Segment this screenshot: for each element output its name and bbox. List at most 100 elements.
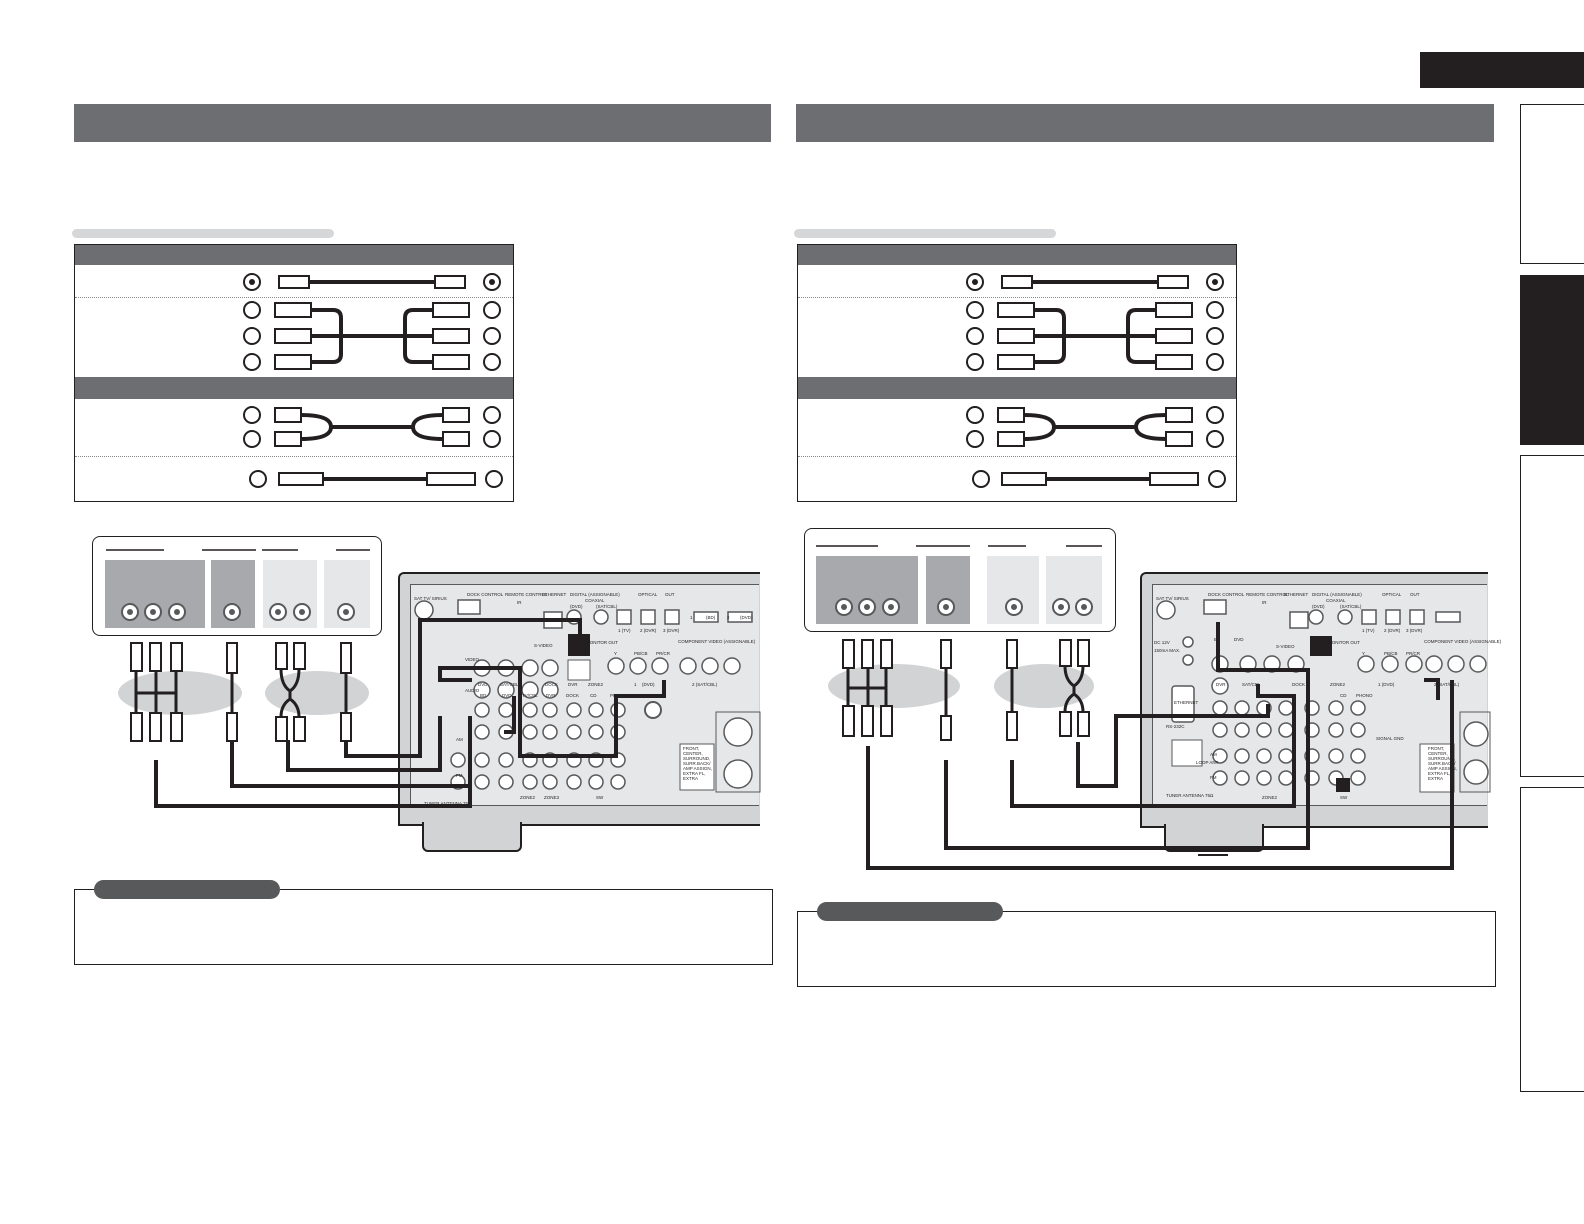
right-rx-label: FM — [1210, 775, 1217, 780]
right-rx-label: DOCK — [1292, 682, 1306, 687]
audio-cable-illustration — [243, 406, 501, 448]
right-rx-label: PB/CB — [1384, 651, 1398, 656]
left-rx-label: AM — [456, 737, 463, 742]
left-rx-label: DOCK — [566, 693, 580, 698]
coaxial-cable-illustration — [972, 470, 1226, 488]
right-cable-table — [797, 244, 1237, 502]
right-cable-subheading-bar — [794, 229, 1056, 238]
left-rx-label: DVR — [546, 693, 556, 698]
left-rx-label: REMOTE CONTROL — [505, 592, 548, 597]
right-rx-label: 3 (DVR) — [1406, 628, 1423, 633]
side-index-tab-4[interactable] — [1520, 787, 1584, 1092]
right-note-box — [797, 911, 1496, 987]
left-rx-label: DVR — [568, 682, 578, 687]
left-rx-label: DOCK CONTROL — [467, 592, 504, 597]
left-cable-illustrations — [243, 273, 503, 488]
right-rx-label: S-VIDEO — [1276, 644, 1295, 649]
right-rx-label: (DVD) — [1312, 604, 1325, 609]
video-cable-illustration — [966, 273, 1224, 291]
left-rx-label: FM — [456, 773, 463, 778]
right-rx-label: DIGITAL (ASSIGNABLE) — [1312, 592, 1362, 597]
left-rx-label: ETHERNET — [542, 592, 567, 597]
component-cable-illustration — [243, 301, 501, 371]
left-rx-label: TV/CBL — [522, 693, 538, 698]
left-rx-label: (BD) — [706, 615, 716, 620]
left-rx-label: ZONE2 — [588, 682, 604, 687]
left-rx-label: (SAT/CBL) — [596, 604, 618, 609]
left-note-pill — [94, 880, 280, 899]
right-rx-label: AM — [1210, 752, 1217, 757]
right-rx-label: PR/CR — [1406, 651, 1421, 656]
left-rx-label: COAXIAL — [585, 598, 605, 603]
left-rx-label: PB/CB — [634, 651, 648, 656]
left-rx-label: MONITOR OUT — [586, 640, 618, 645]
left-note-box — [74, 889, 773, 965]
left-rx-label: 1 — [634, 682, 637, 687]
side-index-tab-3[interactable] — [1520, 455, 1584, 777]
right-rx-label: CD — [1340, 693, 1347, 698]
right-rx-label: 1 (DVD) — [1378, 682, 1395, 687]
left-rx-label: BD — [480, 693, 487, 698]
right-connection-cables — [866, 622, 1454, 870]
right-section-header — [796, 104, 1494, 142]
left-rx-label: (DVD) — [642, 682, 655, 687]
right-rx-label: SIGNAL GND — [1376, 736, 1404, 741]
side-index-tab-2[interactable] — [1520, 275, 1584, 445]
left-rx-label: PR/CR — [656, 651, 671, 656]
right-cable-table-audio-header — [798, 377, 1236, 399]
left-rx-label: AUDIO — [465, 688, 480, 693]
right-rx-label: DVD — [1234, 637, 1244, 642]
right-rx-label: PHONO — [1356, 693, 1373, 698]
right-rx-label: 2 (DVR) — [1384, 628, 1401, 633]
right-receiver-jacks — [1156, 599, 1491, 793]
left-rx-label: DOCK — [545, 682, 559, 687]
right-rx-label: DOCK CONTROL — [1208, 592, 1245, 597]
right-rx-label: MONITOR OUT — [1328, 640, 1360, 645]
right-cable-bundle — [828, 639, 1094, 741]
right-rx-label: DVR — [1216, 682, 1226, 687]
left-rx-label: DIGITAL (ASSIGNABLE) — [570, 592, 620, 597]
side-index-tab-1[interactable] — [1520, 104, 1584, 264]
left-rx-label: S-VIDEO — [534, 643, 553, 648]
right-rx-label: REMOTE CONTROL — [1246, 592, 1289, 597]
right-rx-label: SW — [1340, 795, 1348, 800]
right-note-pill — [817, 902, 1003, 921]
component-cable-illustration — [966, 301, 1224, 371]
left-receiver-foot — [422, 822, 522, 852]
right-rx-label: OPTICAL — [1382, 592, 1402, 597]
left-connection-cables — [154, 618, 666, 808]
corner-language-tab — [1420, 52, 1584, 88]
left-rx-label: SAT/CBL — [500, 682, 519, 687]
right-rx-label: RS-232C — [1166, 724, 1185, 729]
audio-cable-illustration — [966, 406, 1224, 448]
right-source-device-panels — [816, 545, 1102, 624]
coaxial-cable-illustration — [249, 470, 503, 488]
left-rx-label: 2 (DVR) — [640, 628, 657, 633]
right-rx-label: 2 (SAT/CBL) — [1434, 682, 1460, 687]
right-rx-label: SAT/CBL — [1242, 682, 1261, 687]
left-rx-label: OUT — [665, 592, 675, 597]
left-section-header — [74, 104, 771, 142]
right-cable-illustrations — [966, 273, 1226, 488]
left-source-device-panels — [105, 549, 370, 628]
right-rx-label: FRONT, CENTER, SURROUND, SURR.BACK/ AMP … — [1428, 746, 1457, 781]
right-rx-label: DC 12V — [1154, 640, 1170, 645]
left-rx-label: OPTICAL — [638, 592, 658, 597]
left-rx-label: IR — [517, 600, 522, 605]
left-rx-label: DVD — [502, 693, 512, 698]
right-rx-label: Y — [1362, 651, 1366, 656]
left-rx-label: FRONT, CENTER, SURROUND, SURR.BACK/ AMP … — [683, 746, 712, 781]
right-rx-label: OUT — [1410, 592, 1420, 597]
left-cable-table-video-header — [75, 245, 513, 265]
left-rx-label: 2 — [727, 615, 730, 620]
left-rx-label: 1 — [690, 615, 693, 620]
right-cable-table-video-header — [798, 245, 1236, 265]
left-rx-label: VIDEO — [465, 657, 480, 662]
left-rx-label: 2 (SAT/CBL) — [692, 682, 718, 687]
right-cable-table-divider-1 — [798, 297, 1236, 298]
left-rx-label: COMPONENT VIDEO (ASSIGNABLE) — [678, 639, 756, 644]
left-rx-label: DVD — [478, 682, 488, 687]
right-rx-label: SAT TV/ SIRIUS — [1156, 596, 1189, 601]
right-rx-label: ZONE2 — [1330, 682, 1346, 687]
left-cable-table-divider-2 — [75, 456, 513, 457]
